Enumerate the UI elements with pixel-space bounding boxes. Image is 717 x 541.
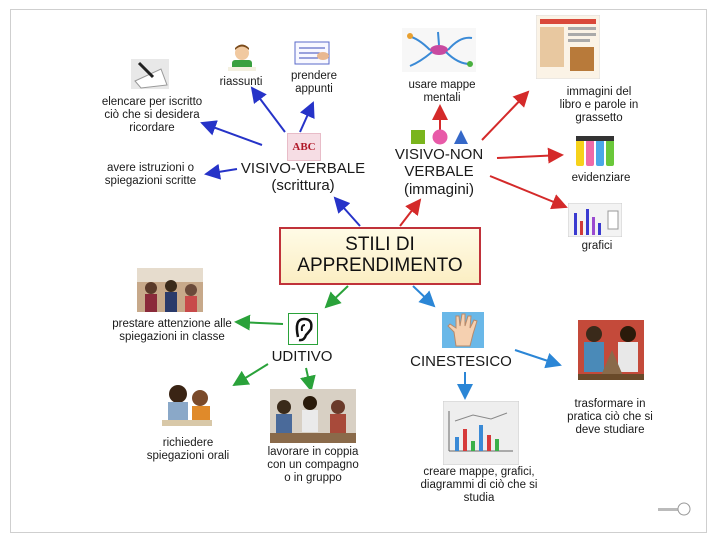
mind-map-icon [402, 28, 476, 72]
arrow-ud-lavorare [300, 367, 316, 392]
center-title-line2: APPRENDIMENTO [297, 255, 463, 276]
cinestesico-node: CINESTESICO [410, 353, 512, 370]
center-node: STILI DI APPRENDIMENTO [279, 227, 481, 285]
item-immagini-libro: immagini del libro e parole in grassetto [559, 86, 639, 125]
book-page-icon [536, 15, 600, 79]
arrow-center-cinestesico [412, 285, 436, 308]
highlighters-icon [576, 136, 614, 166]
arrow-vnv-evidenziare [496, 147, 564, 164]
footer-logo-icon [658, 502, 691, 516]
boy-writing-icon [228, 44, 256, 71]
shapes-icon [411, 129, 468, 145]
item-lavorare-in-coppia: lavorare in coppia con un compagno o in … [267, 446, 359, 485]
arrow-vv-riassunti [250, 86, 286, 133]
volcano-experiment-photo [578, 320, 644, 380]
classroom-photo [137, 268, 203, 312]
item-mappe-mentali: usare mappe mentali [408, 79, 476, 105]
hand-icon [442, 312, 484, 348]
item-prestare-attenzione: prestare attenzione alle spiegazioni in … [112, 318, 232, 344]
arrow-vv-istruzioni [204, 163, 238, 180]
arrow-center-uditivo [324, 285, 349, 309]
writing-paper-icon [131, 59, 169, 89]
arrow-cin-trasformare [514, 349, 562, 369]
bar-chart-icon [568, 203, 622, 237]
arrow-ud-prestare [234, 314, 284, 331]
item-evidenziare: evidenziare [571, 172, 631, 184]
visivo-non-verbale-node: VISIVO-NON VERBALE (immagini) [394, 146, 484, 198]
item-elencare: elencare per iscritto ciò che si desider… [101, 96, 203, 135]
center-title-line1: STILI DI [345, 234, 415, 256]
arrow-center-visivo-verbale [333, 196, 361, 227]
item-riassunti: riassunti [219, 76, 263, 88]
item-richiedere-spiegazioni: richiedere spiegazioni orali [146, 437, 230, 463]
arrow-vnv-grafici [489, 175, 568, 210]
student-teacher-photo [158, 382, 216, 430]
group-work-photo [270, 389, 356, 443]
abc-icon: ABC [287, 133, 321, 161]
item-prendere-appunti: prendere appunti [290, 70, 338, 96]
item-istruzioni: avere istruzioni o spiegazioni scritte [104, 162, 197, 188]
arrow-center-visivo-non-verbale [399, 198, 422, 227]
item-creare-mappe: creare mappe, grafici, diagrammi di ciò … [420, 466, 538, 505]
ear-icon [288, 313, 318, 345]
visivo-verbale-node: VISIVO-VERBALE (scrittura) [240, 160, 366, 195]
notebook-hand-icon [294, 41, 330, 65]
item-trasformare: trasformare in pratica ciò che si deve s… [567, 398, 653, 437]
uditivo-node: UDITIVO [271, 348, 333, 365]
arrow-vnv-immagini [481, 90, 530, 141]
arrow-vv-elencare [200, 120, 263, 146]
item-grafici: grafici [581, 240, 613, 252]
student-chart-photo [443, 401, 519, 465]
arrow-ud-richiedere [232, 363, 269, 387]
arrow-vv-appunti [299, 101, 315, 133]
